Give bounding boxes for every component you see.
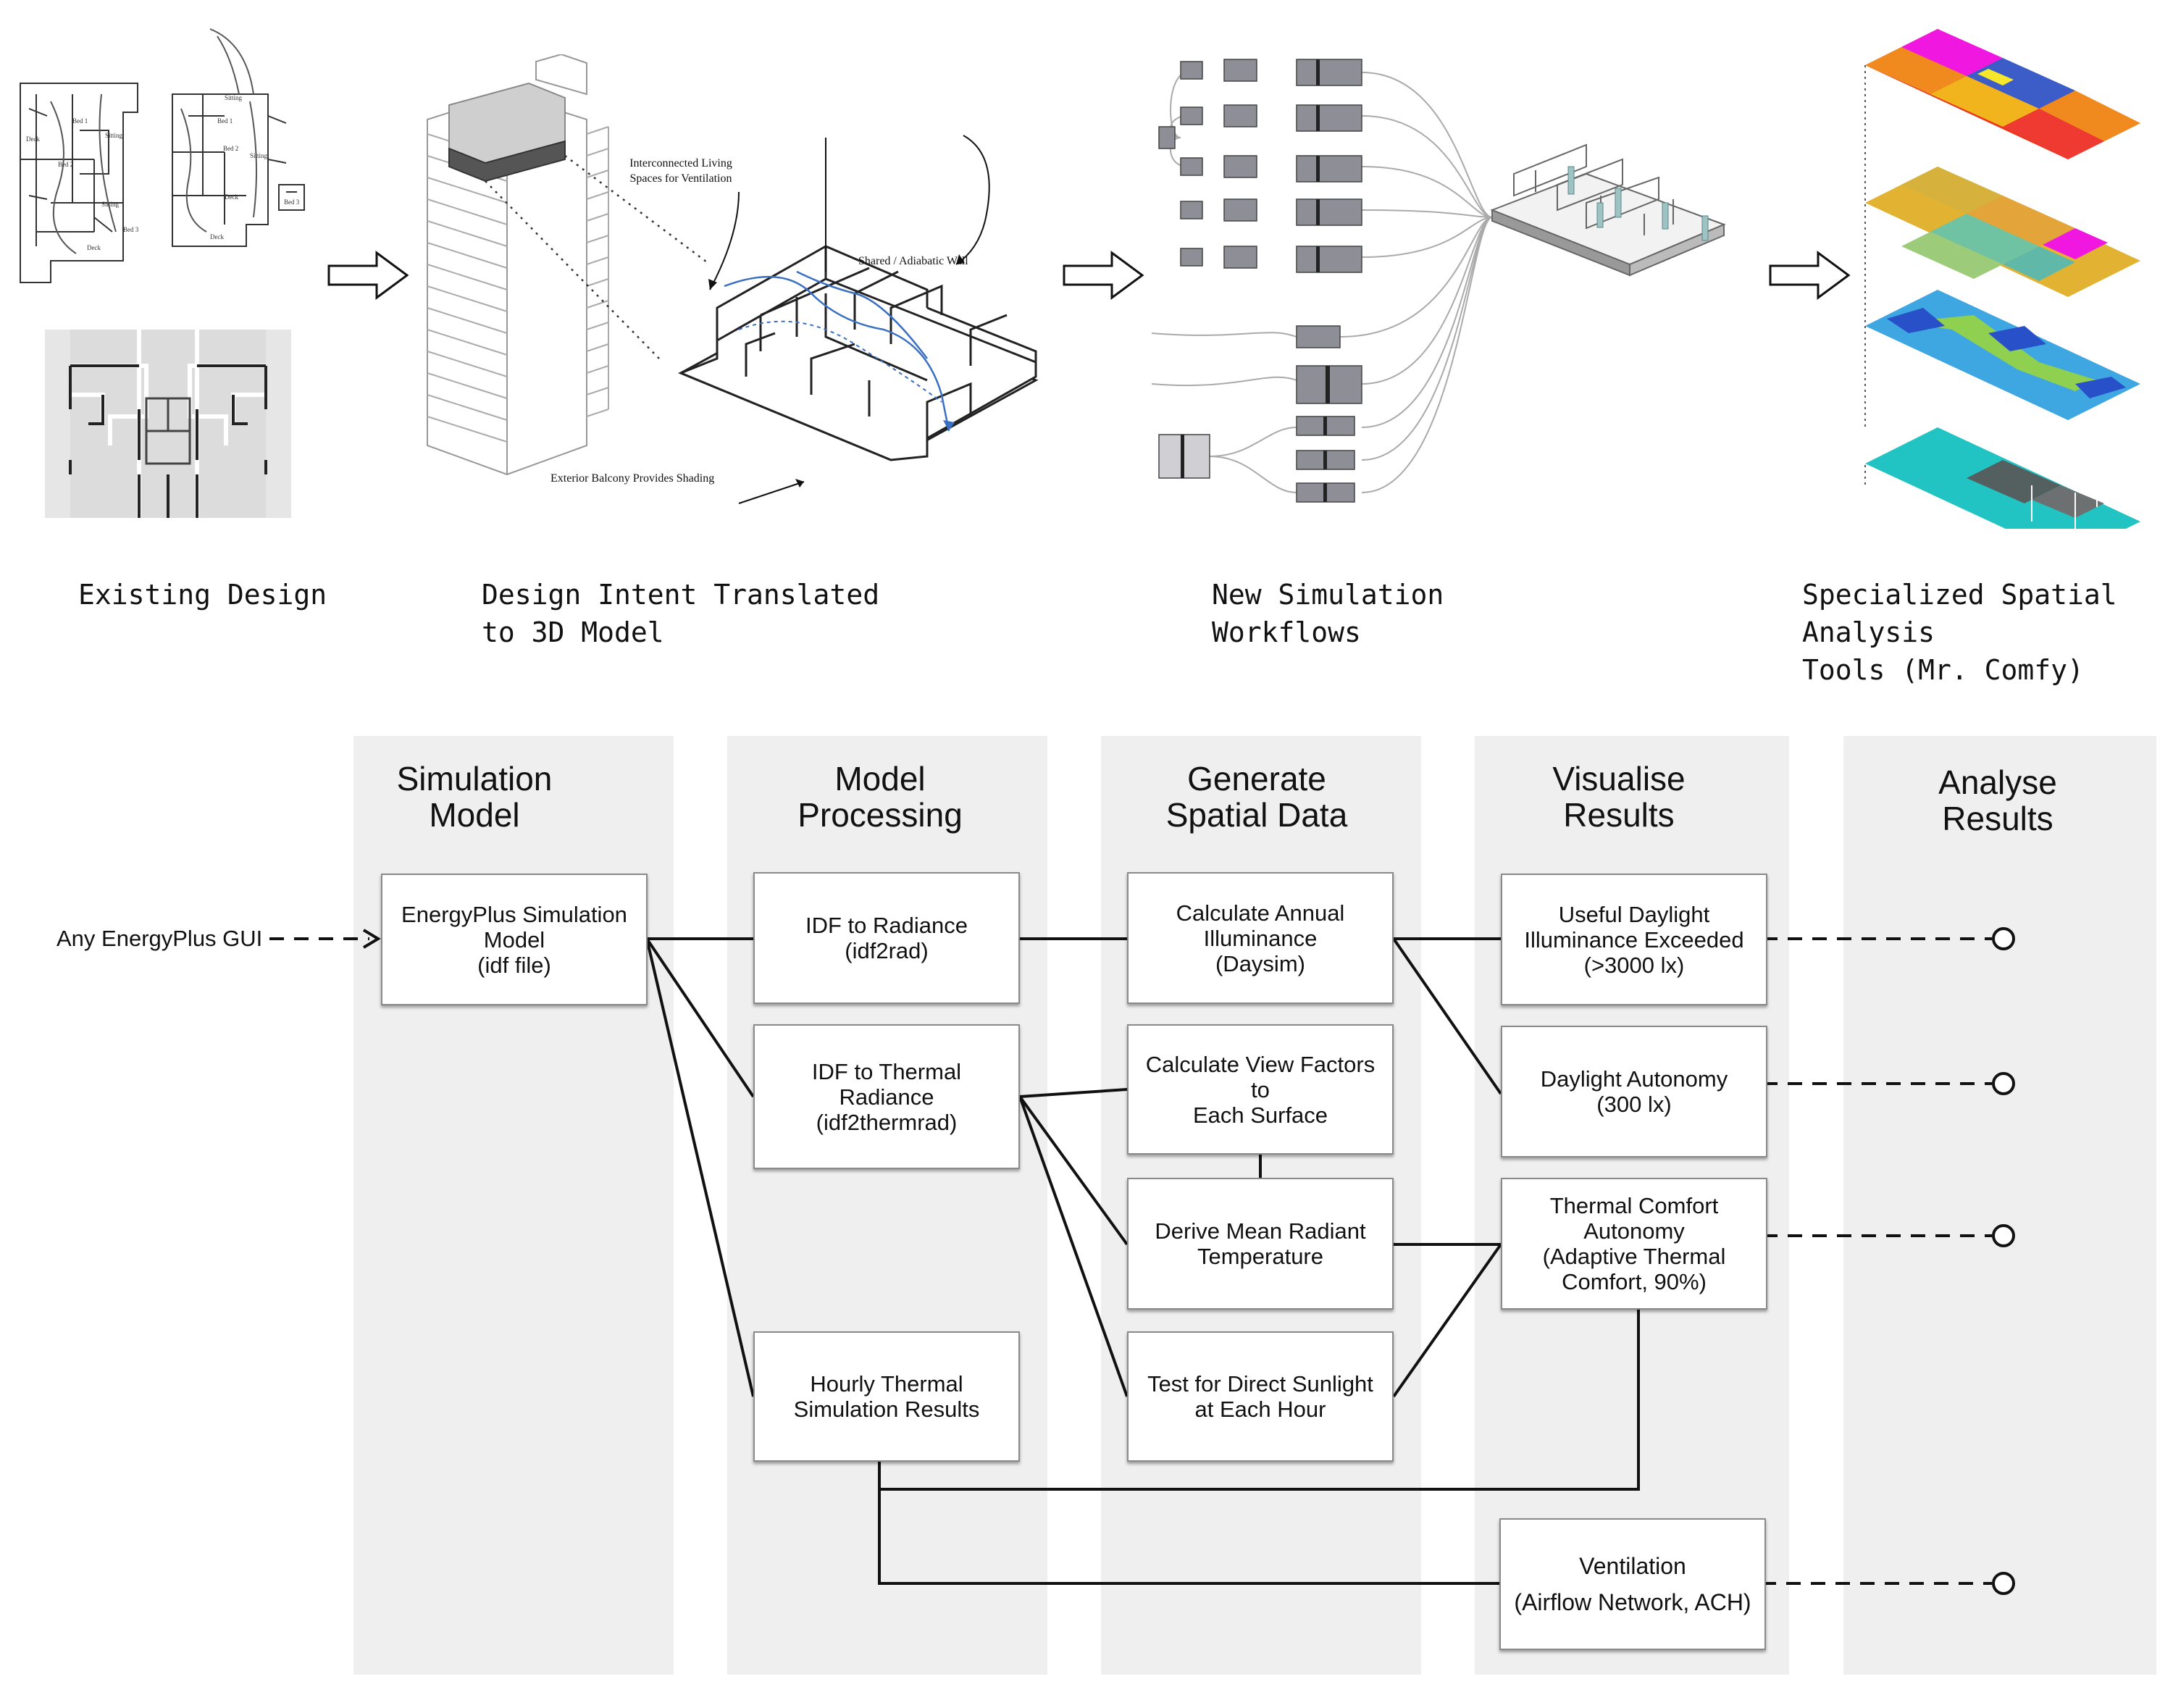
- column-title-simulation-model: Simulation Model: [396, 760, 553, 834]
- box-idf-to-thermal-radiance: IDF to Thermal Radiance (idf2thermrad): [753, 1024, 1020, 1169]
- caption-existing-design: Existing Design: [78, 579, 327, 611]
- box-daylight-autonomy: Daylight Autonomy (300 lx): [1501, 1026, 1767, 1157]
- box-view-factors: Calculate View Factors to Each Surface: [1127, 1024, 1394, 1155]
- spatial-analysis-heatmaps: [1864, 29, 2140, 529]
- column-title-generate-spatial-data: Generate Spatial Data: [1165, 760, 1348, 834]
- sketch-label: Deck: [210, 233, 224, 240]
- box-direct-sunlight: Test for Direct Sunlight at Each Hour: [1127, 1331, 1394, 1462]
- sketch-label: Bed 2: [58, 161, 73, 168]
- column-title-visualise-results: Visualise Results: [1552, 760, 1686, 834]
- box-mean-radiant-temperature: Derive Mean Radiant Temperature: [1127, 1178, 1394, 1310]
- box-ventilation: Ventilation (Airflow Network, ACH): [1499, 1518, 1766, 1650]
- box-hourly-thermal-results: Hourly Thermal Simulation Results: [753, 1331, 1020, 1462]
- sketch-label: Sitting: [250, 152, 268, 159]
- sketch-label: Deck: [87, 244, 101, 251]
- column-title-model-processing: Model Processing: [797, 760, 963, 834]
- annotation-interconnected-line2: Spaces for Ventilation: [629, 172, 732, 185]
- annotation-interconnected-line1: Interconnected Living: [629, 157, 732, 169]
- box-thermal-comfort-autonomy: Thermal Comfort Autonomy (Adaptive Therm…: [1501, 1178, 1767, 1310]
- caption-design-intent: Design Intent Translated to 3D Model: [482, 579, 880, 648]
- existing-design-sketch: Bed 1 Sitting Deck Bed 2 Sitting Deck Be…: [20, 28, 305, 283]
- sketch-label: Bed 2: [223, 145, 238, 152]
- sketch-label: Sitting: [225, 94, 243, 101]
- sketch-label: Sitting: [105, 132, 123, 139]
- input-label-energyplus-gui: Any EnergyPlus GUI: [56, 926, 263, 951]
- design-intent-3d-model: Interconnected Living Spaces for Ventila…: [427, 54, 1039, 504]
- sketch-label: Deck: [225, 193, 238, 201]
- caption-simulation-workflows: New Simulation Workflows: [1212, 579, 1444, 648]
- sketch-label: Deck: [26, 135, 40, 143]
- box-useful-daylight-illuminance: Useful Daylight Illuminance Exceeded (>3…: [1501, 874, 1767, 1005]
- annotation-balcony: Exterior Balcony Provides Shading: [550, 472, 714, 485]
- box-annual-illuminance: Calculate Annual Illuminance (Daysim): [1127, 872, 1394, 1004]
- existing-design-plan: [45, 330, 291, 518]
- annotation-shared-wall: Shared / Adiabatic Wall: [858, 255, 968, 267]
- simulation-workflow-graph: [1152, 59, 1726, 503]
- sketch-label: Bed 3: [123, 226, 139, 233]
- column-analyse-results: [1843, 736, 2156, 1675]
- sketch-label: Bed 3: [284, 198, 300, 206]
- sketch-label: Bed 1: [72, 117, 88, 125]
- caption-spatial-analysis: Specialized Spatial Analysis Tools (Mr. …: [1802, 579, 2117, 686]
- box-energyplus-model: EnergyPlus Simulation Model (idf file): [381, 874, 648, 1005]
- column-title-analyse-results: Analyse Results: [1938, 763, 2057, 837]
- sketch-label: Bed 1: [217, 117, 233, 125]
- flow-arrow-3: [1769, 251, 1851, 300]
- flow-arrow-1: [327, 251, 409, 300]
- sketch-label: Sitting: [101, 201, 120, 208]
- flow-arrow-2: [1063, 251, 1144, 300]
- box-idf-to-radiance: IDF to Radiance (idf2rad): [753, 872, 1020, 1004]
